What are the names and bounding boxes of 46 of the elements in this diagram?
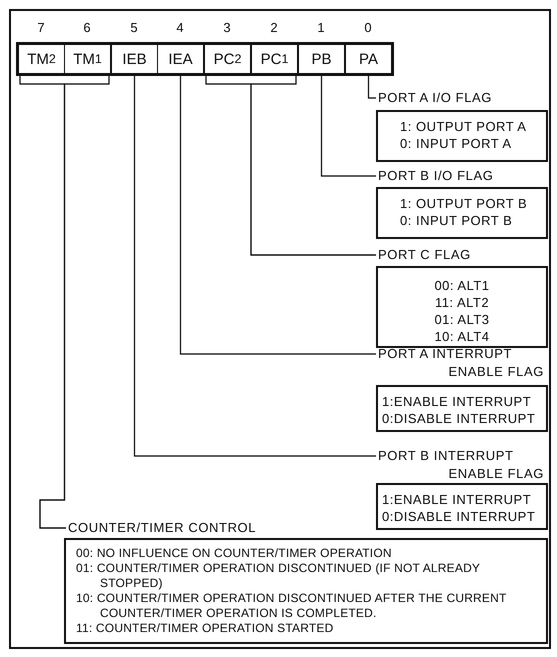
leader-line — [250, 76, 376, 256]
value-description: 1:ENABLE INTERRUPT — [382, 491, 532, 508]
bit-number: 5 — [129, 20, 139, 35]
bit-number: 2 — [269, 20, 279, 35]
value-table-box — [64, 538, 548, 644]
register-bit-cell: PB — [298, 44, 345, 74]
value-description: 11: ALT2 — [434, 294, 490, 311]
value-table-box — [376, 483, 548, 530]
value-table-box — [376, 110, 548, 162]
bit-number: 7 — [36, 20, 46, 35]
leader-line — [134, 76, 376, 457]
bit-number: 3 — [222, 20, 232, 35]
register-bit-cell: IEB — [111, 44, 158, 74]
bit-number: 0 — [363, 20, 373, 35]
register-bit-cell: PA — [345, 44, 392, 74]
value-table-box — [376, 187, 548, 239]
value-description: 0:DISABLE INTERRUPT — [382, 410, 536, 427]
value-description: 00: NO INFLUENCE ON COUNTER/TIMER OPERATION — [76, 546, 393, 561]
leader-line — [320, 76, 376, 177]
leader-line — [180, 76, 376, 355]
value-description: 10: COUNTER/TIMER OPERATION DISCONTINUED AFTER THE CURRENT COUNTER/TIMER OPERATION IS COMPLETED. — [76, 591, 508, 621]
leader-line — [368, 76, 376, 99]
field-label: PORT B I/O FLAG — [378, 168, 494, 184]
value-description: 0:DISABLE INTERRUPT — [382, 508, 536, 525]
value-description: 00: ALT1 — [433, 277, 491, 294]
field-label: PORT A INTERRUPT ENABLE FLAG — [378, 345, 544, 381]
value-table-box — [376, 266, 548, 348]
value-table-box — [376, 385, 548, 432]
field-label: COUNTER/TIMER CONTROL — [68, 520, 256, 536]
value-description: 10: ALT4 — [433, 328, 491, 345]
value-description: 1: OUTPUT PORT B — [400, 195, 528, 212]
field-label: PORT C FLAG — [378, 247, 471, 263]
register-bit-cell: IEA — [157, 44, 204, 74]
bit-number: 4 — [175, 20, 185, 35]
bit-number: 1 — [316, 20, 326, 35]
value-description: 0: INPUT PORT B — [400, 212, 514, 229]
bit-number: 6 — [82, 20, 92, 35]
value-description: 0: INPUT PORT A — [400, 135, 513, 152]
value-description: 01: COUNTER/TIMER OPERATION DISCONTINUED (IF NOT ALREADY STOPPED) — [76, 561, 481, 591]
field-label: PORT A I/O FLAG — [378, 90, 492, 106]
value-description: 1:ENABLE INTERRUPT — [382, 393, 532, 410]
value-description: 01: ALT3 — [433, 311, 491, 328]
value-description: 11: COUNTER/TIMER OPERATION STARTED — [76, 621, 334, 636]
leader-line — [39, 76, 110, 529]
field-label: PORT B INTERRUPT ENABLE FLAG — [378, 447, 544, 483]
value-description: 1: OUTPUT PORT A — [400, 118, 528, 135]
